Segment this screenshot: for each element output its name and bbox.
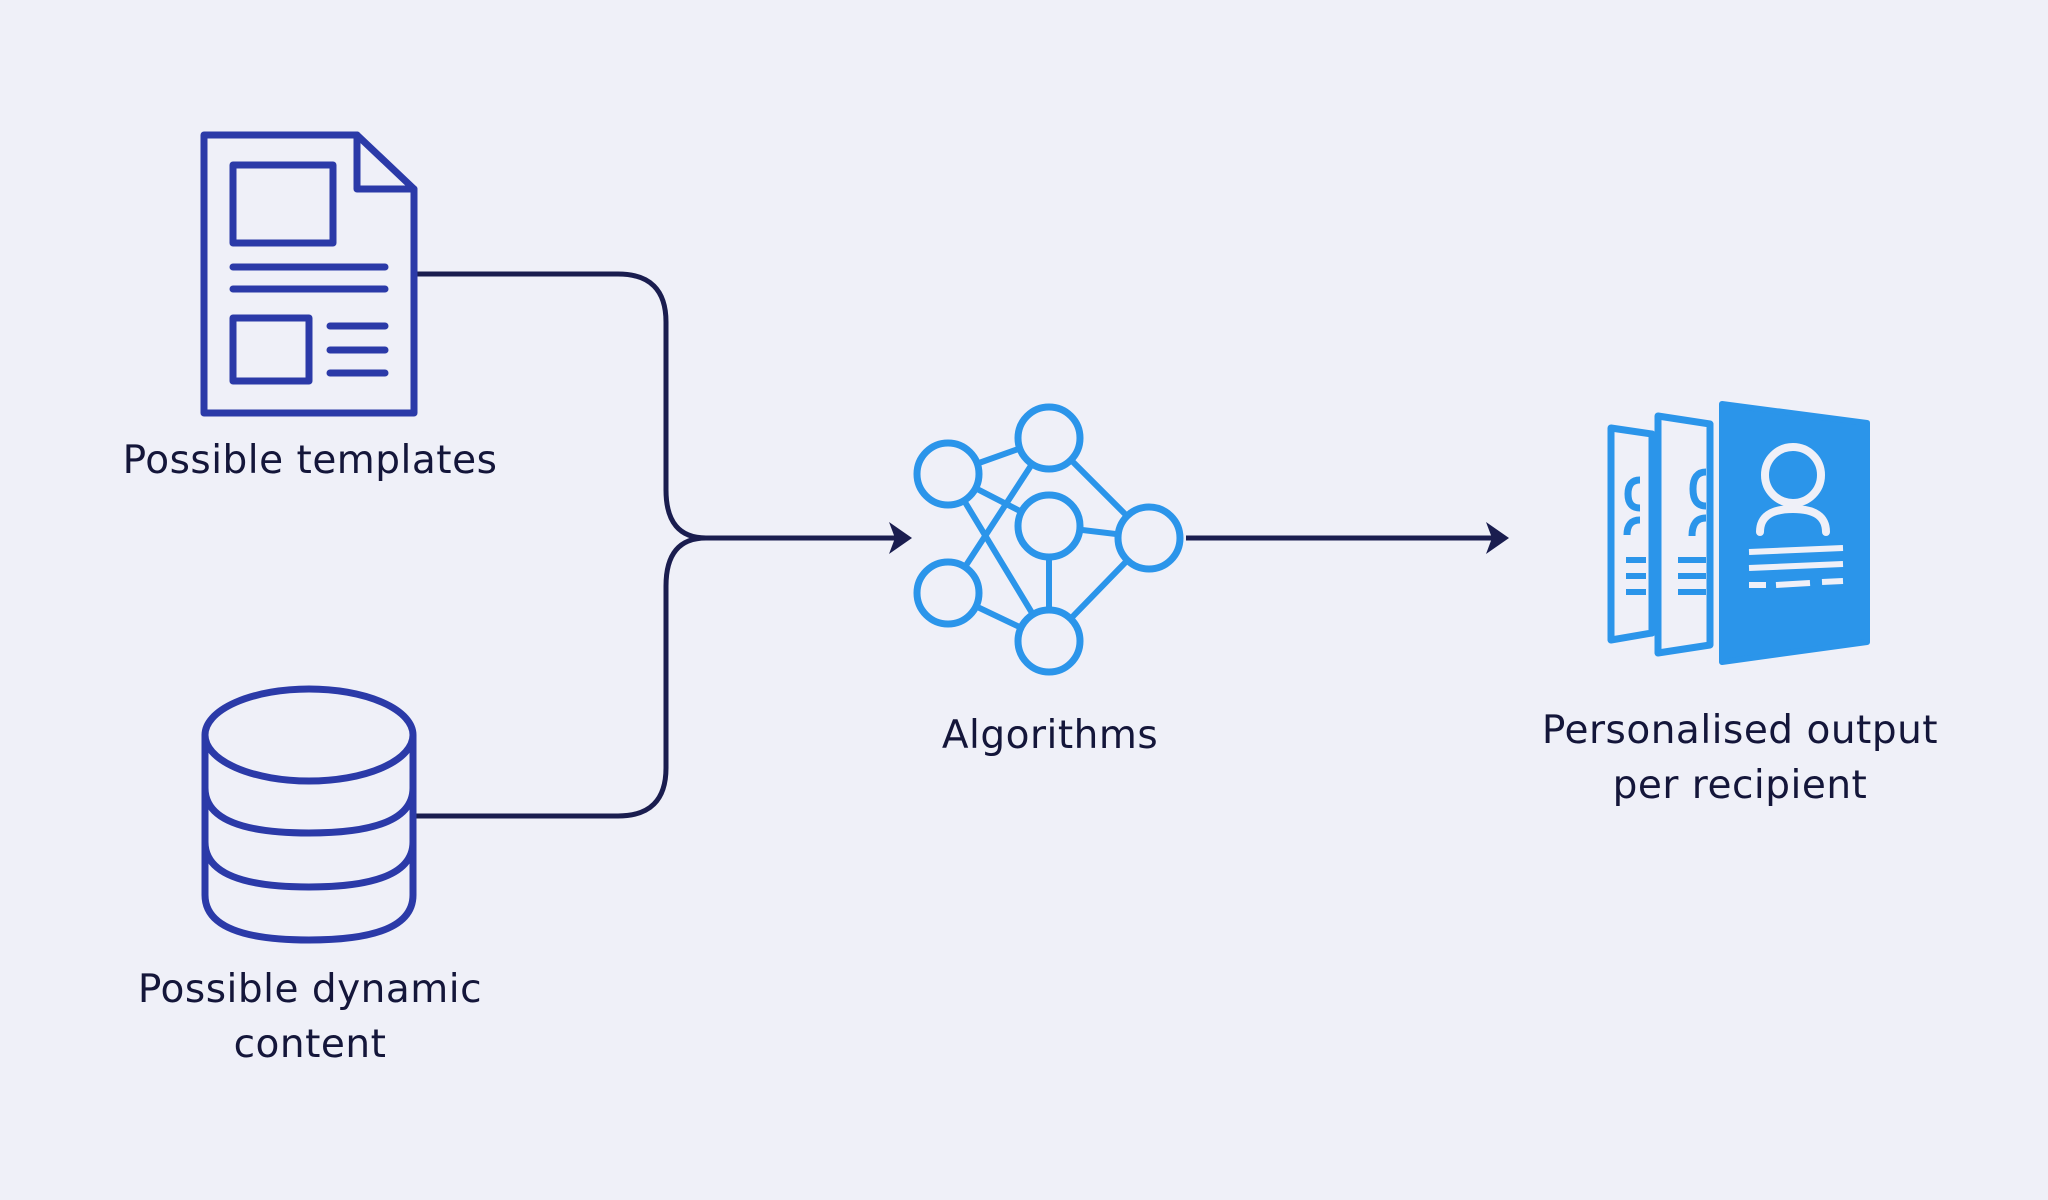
label-personalised-output: Personalised output per recipient [1490,703,1990,813]
arrowhead-output [1486,522,1509,554]
database-icon [201,685,417,944]
connector-dynamic-content [413,535,709,819]
label-possible-templates-text: Possible templates [122,438,498,483]
label-dynamic-line-1: Possible dynamic [137,967,483,1012]
document-template-icon [200,131,418,417]
neural-network-icon [913,403,1184,676]
label-algorithms-text: Algorithms [941,713,1159,758]
label-dynamic-line-2: content [233,1022,387,1067]
connector-templates [413,271,709,541]
label-possible-dynamic-content: Possible dynamic content [100,962,520,1072]
label-output-line-1: Personalised output [1541,708,1939,753]
arrowhead-algorithms [889,522,912,554]
label-algorithms: Algorithms [850,708,1250,763]
personalised-documents-icon [1607,401,1870,665]
label-possible-templates: Possible templates [100,433,520,488]
label-output-line-2: per recipient [1612,763,1868,808]
